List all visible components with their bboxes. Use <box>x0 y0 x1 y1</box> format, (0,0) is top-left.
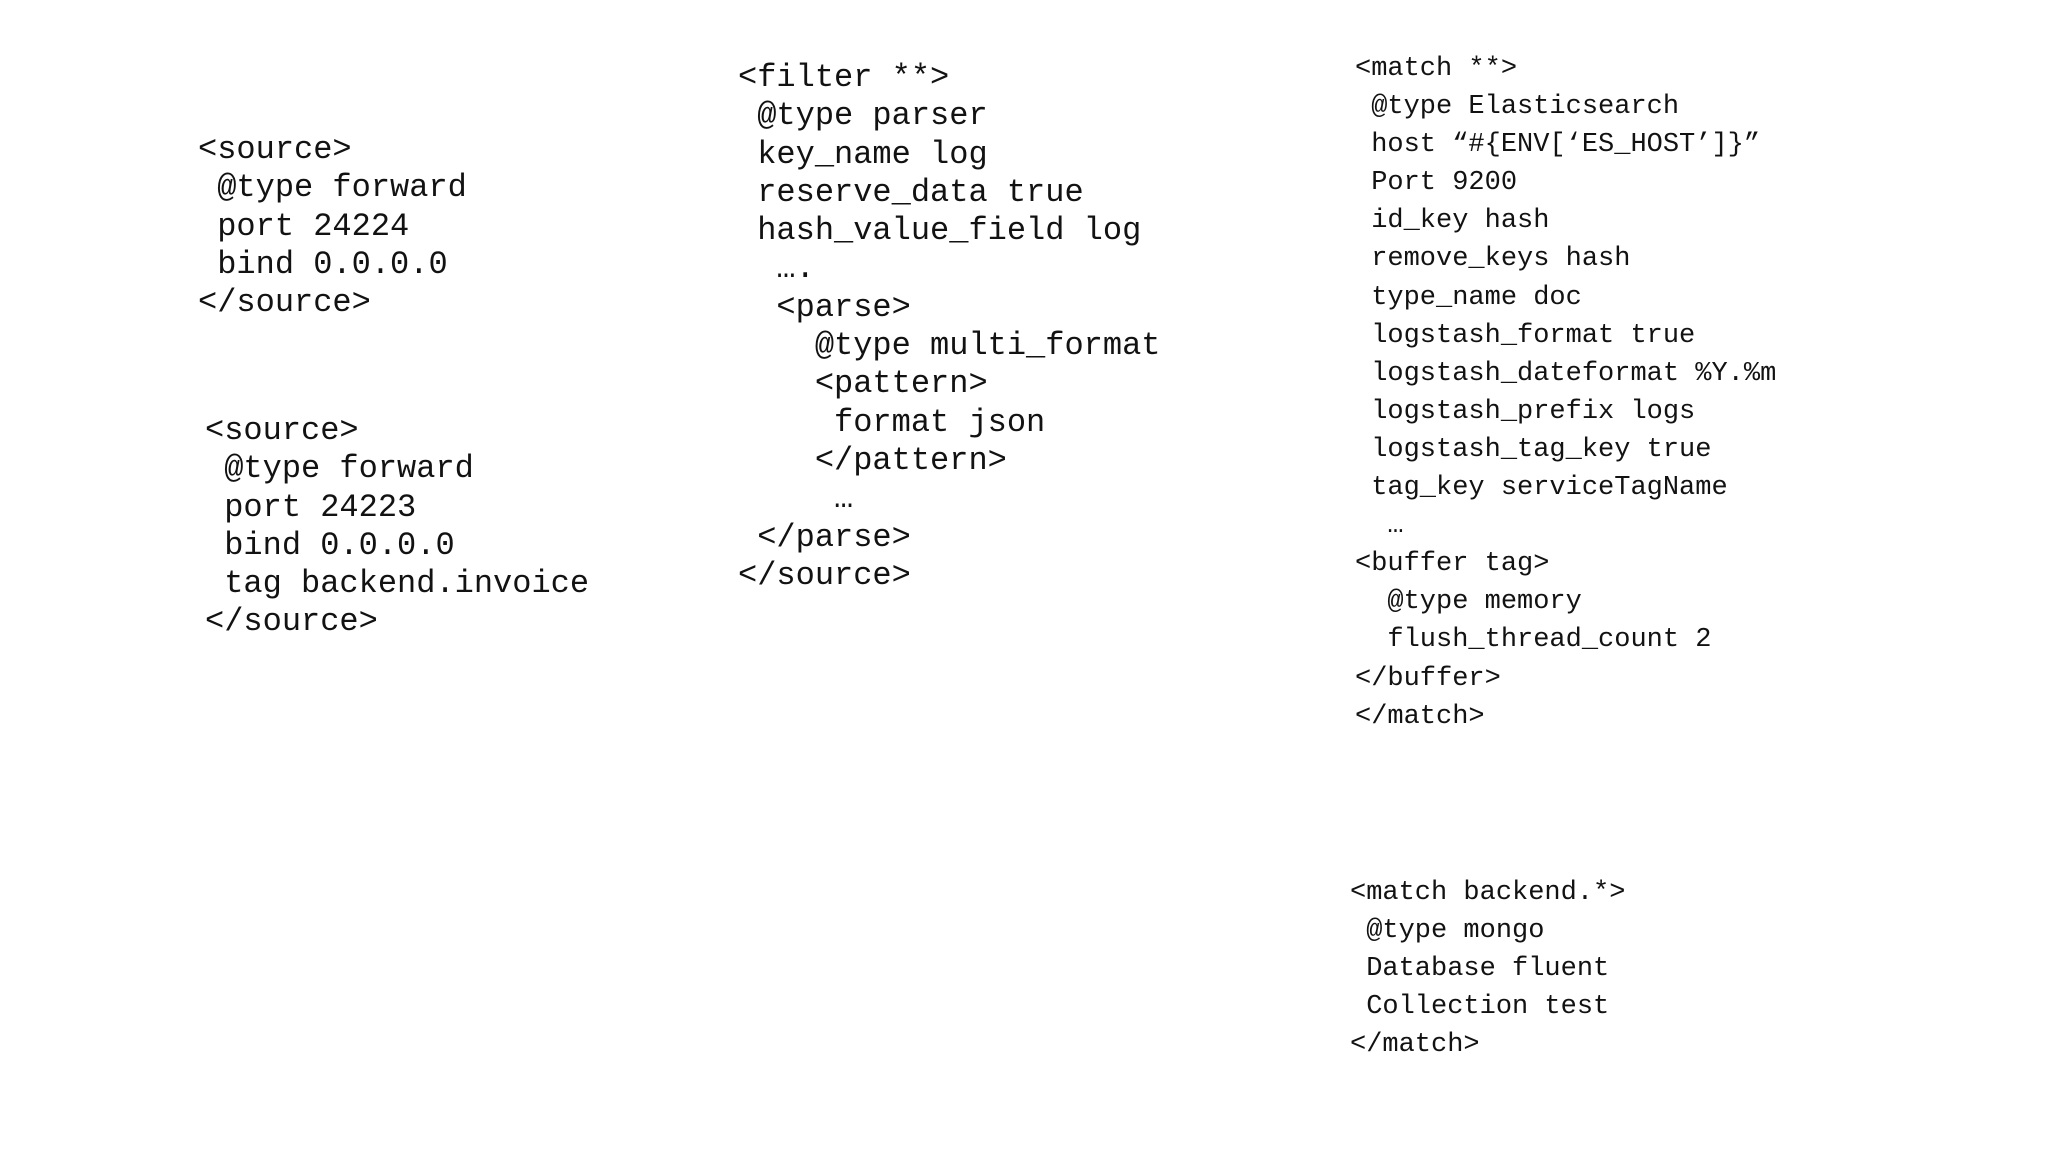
code-block-source-forward-24223: <source> @type forward port 24223 bind 0… <box>205 412 590 641</box>
code-block-filter-parser: <filter **> @type parser key_name log re… <box>738 59 1161 594</box>
code-block-match-elasticsearch: <match **> @type Elasticsearch host “#{E… <box>1355 54 1777 732</box>
code-block-match-mongo: <match backend.*> @type mongo Database f… <box>1350 878 1626 1061</box>
code-block-source-forward-24224: <source> @type forward port 24224 bind 0… <box>198 131 467 322</box>
